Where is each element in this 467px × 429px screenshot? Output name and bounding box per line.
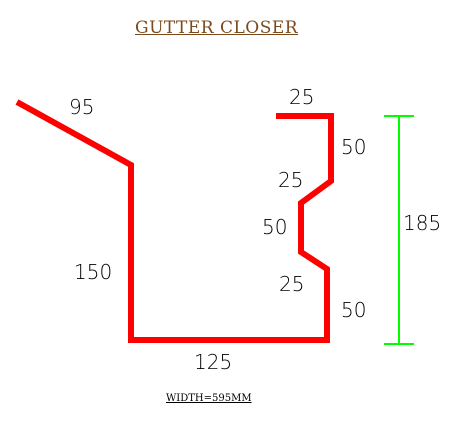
dimension-label-right-recess: 50	[262, 215, 287, 239]
dimension-label-overall-height: 185	[403, 211, 441, 235]
dimension-label-right-upper-slope: 25	[278, 168, 303, 192]
drawing-title: GUTTER CLOSER	[135, 18, 299, 38]
dimension-label-top-flange-right: 25	[289, 85, 314, 109]
dimension-label-bottom: 125	[194, 350, 232, 374]
dimension-label-right-bottom-wall: 50	[341, 298, 366, 322]
dimension-label-left-wall: 150	[74, 260, 112, 284]
gutter-profile-line	[15, 99, 334, 343]
overall-height-dimension	[384, 115, 414, 345]
width-note: WIDTH=595MM	[166, 393, 252, 404]
dimension-label-right-top-wall: 50	[341, 135, 366, 159]
dimension-label-right-lower-slope: 25	[279, 272, 304, 296]
dimension-label-top-flange-left: 95	[69, 95, 94, 119]
